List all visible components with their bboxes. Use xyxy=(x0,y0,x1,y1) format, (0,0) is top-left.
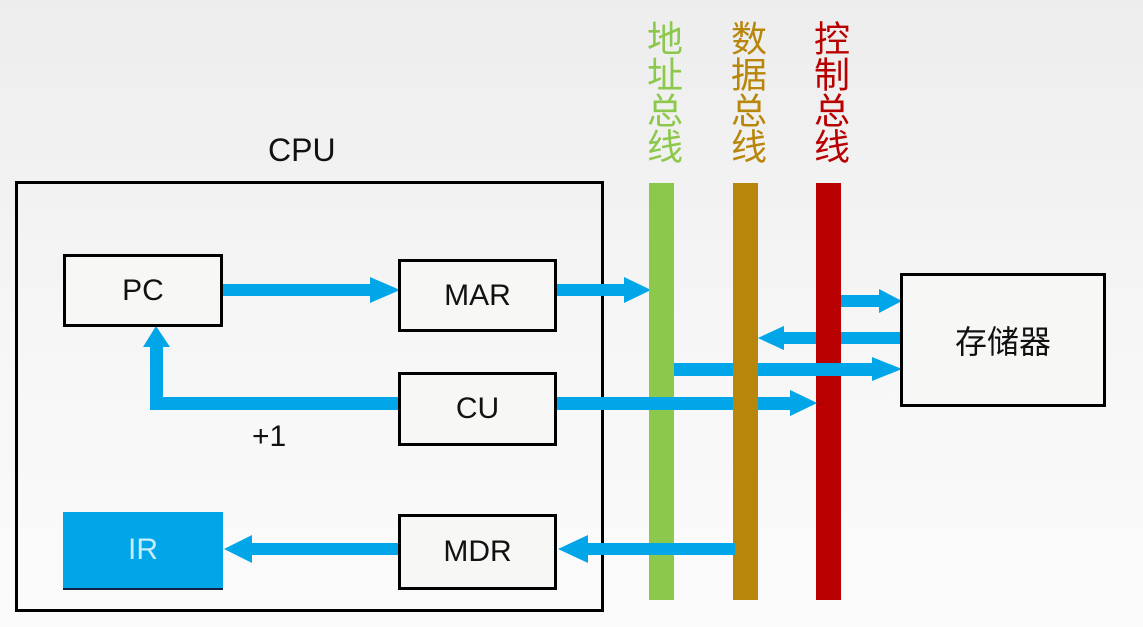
increment-label: +1 xyxy=(252,420,287,453)
data-bus-overlap-2 xyxy=(733,390,758,416)
memory-to-data-bus-head xyxy=(758,326,784,350)
arrow-pc-to-mar xyxy=(222,277,400,303)
memory-box: 存储器 xyxy=(900,273,1106,407)
control-bus-overlap xyxy=(816,326,841,350)
data-bus-overlap xyxy=(733,357,758,381)
address-bus-to-memory-line xyxy=(674,363,874,376)
address-bus xyxy=(649,183,674,600)
arrow-cu-to-pc xyxy=(143,326,399,410)
data-bus-label: 数据总线 xyxy=(725,20,766,164)
cu-to-control-bus-head xyxy=(790,390,817,416)
cu-unit: CU xyxy=(398,372,557,446)
cpu-label: CPU xyxy=(268,132,336,168)
mar-register: MAR xyxy=(398,259,557,332)
cpu-frame xyxy=(15,181,604,612)
pc-register: PC xyxy=(63,254,223,327)
ir-register: IR xyxy=(63,512,223,590)
address-bus-label: 地址总线 xyxy=(641,20,682,164)
arrow-mar-to-address-bus xyxy=(556,277,651,303)
data-bus-to-mdr-line xyxy=(585,543,735,555)
control-bus xyxy=(816,183,841,600)
arrow-control-bus-to-memory xyxy=(841,289,902,313)
mdr-register: MDR xyxy=(398,514,557,590)
arrow-mdr-to-ir xyxy=(224,535,400,563)
control-bus-label: 控制总线 xyxy=(808,20,849,164)
